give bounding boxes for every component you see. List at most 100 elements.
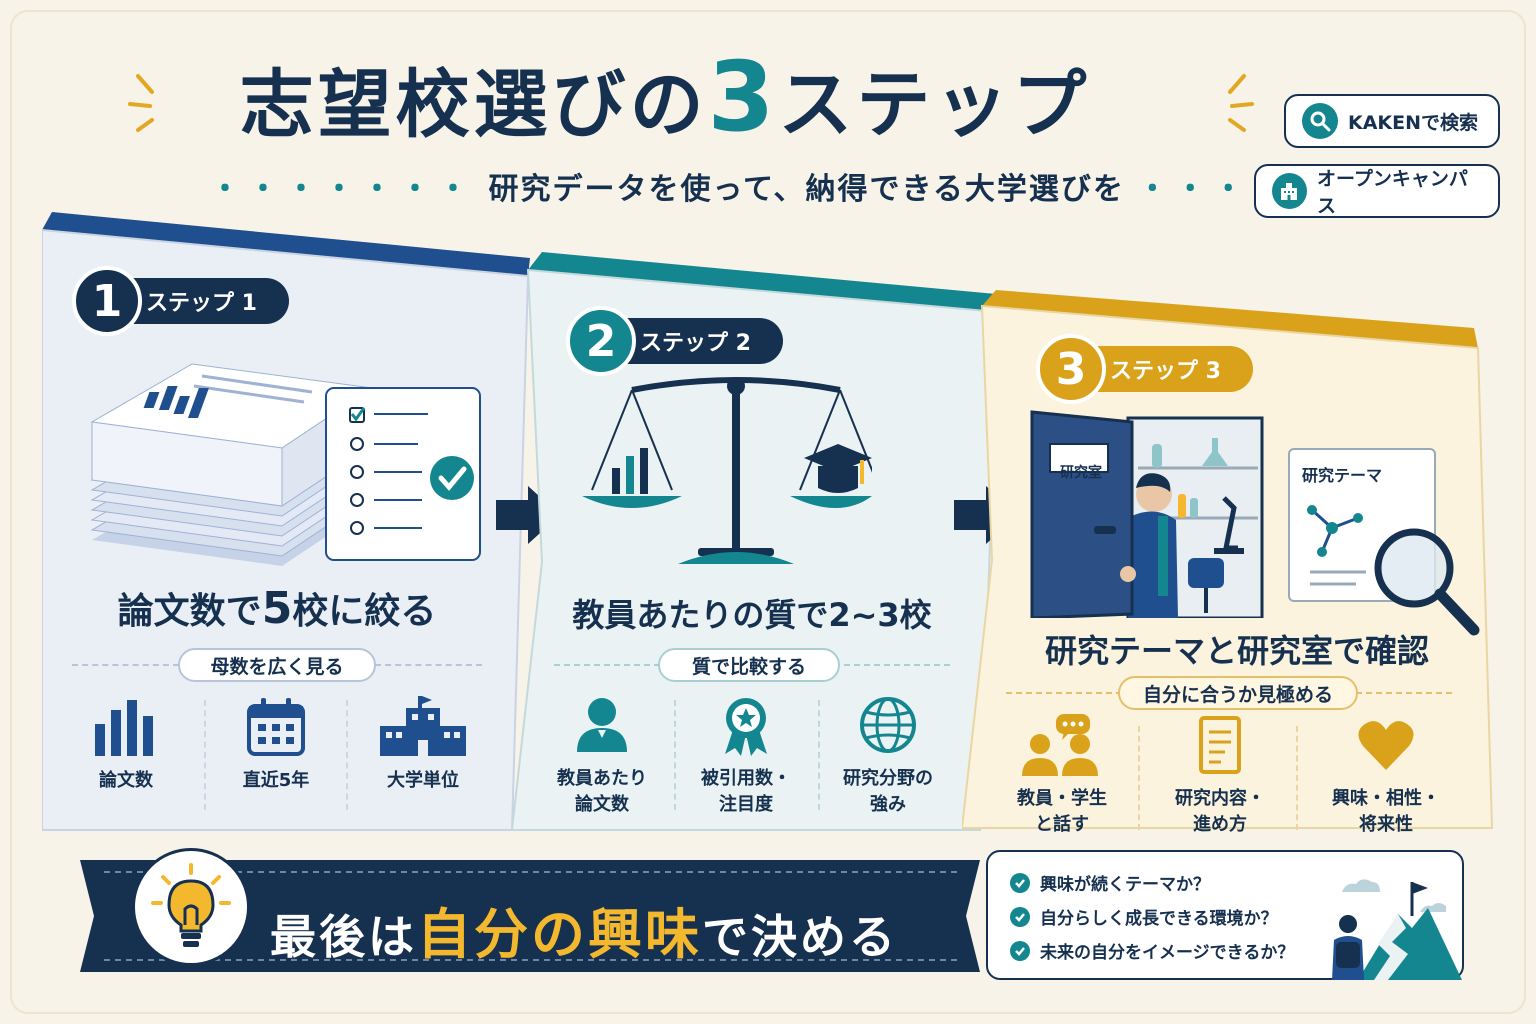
step-1-number: 1 [72,266,142,336]
conclusion-post: で決める [702,910,898,964]
checklist-item: 未来の自分をイメージできるか？ [1010,938,1294,963]
subtitle-dots-left: ・・・・・・・ [210,172,476,207]
feature-separator [1138,726,1140,830]
step-3-badge-label: ステップ 3 [1110,359,1221,384]
check-icon [1010,906,1030,927]
conclusion-highlight: 自分の興味 [417,903,702,966]
feature-label-line2: 強み [870,794,906,815]
step-1-heading-b: 校に絞る [292,591,437,632]
feature-label: 大学単位 [387,770,459,791]
document-icon [1199,716,1241,774]
checklist-icon [325,387,481,561]
open-campus-label: オープンキャンパス [1316,168,1468,217]
research-theme-card-title: 研究テーマ [1302,466,1383,485]
people-chat-icon [1022,714,1098,776]
bar-chart-icon [95,700,153,756]
page-frame [10,10,1526,1014]
checklist-item: 興味が続くテーマか？ [1010,870,1210,895]
lab-door-illustration [1030,410,1264,618]
final-checklist: 興味が続くテーマか？ 自分らしく成長できる環境か？ 未来の自分をイメージできるか… [986,850,1464,980]
feature-label-line2: 将来性 [1359,814,1413,835]
feature-citations: 被引用数・ 注目度 [682,694,810,818]
step-2-panel: 2 ステップ 2 教員あたりの質で2~3校 質で比較する [512,252,1000,832]
check-icon [1010,940,1030,961]
feature-label-line1: 教員あたり [557,768,647,789]
step-3-badge: 3 ステップ 3 [1036,334,1253,404]
checklist-item-label: 自分らしく成長できる環境か？ [1040,909,1278,929]
feature-label-line1: 被引用数・ [701,768,791,789]
lab-door-sign: 研究室 [1060,465,1102,481]
checklist-item: 自分らしく成長できる環境か？ [1010,904,1278,929]
feature-recent-5-years: 直近5年 [216,696,336,794]
conclusion-pre: 最後は [270,910,417,964]
mountain-climber-illustration [1332,879,1462,980]
kaken-search-label: KAKENで検索 [1348,111,1479,134]
sparkle-right-decoration [1228,74,1254,132]
feature-label-line2: と話す [1035,814,1089,835]
feature-label: 直近5年 [242,770,310,791]
step-1-badge: 1 ステップ 1 [72,266,289,336]
step-2-number: 2 [566,306,636,376]
feature-research-strength: 研究分野の 強み [824,694,952,818]
feature-label: 論文数 [99,770,153,791]
feature-interest-fit: 興味・相性・ 将来性 [1316,714,1456,838]
sparkle-left-decoration [128,74,154,132]
step-3-tagline: 自分に合うか見極める [1118,676,1358,710]
globe-icon [860,697,916,753]
feature-label-line2: 注目度 [719,794,773,815]
step-3-heading: 研究テーマと研究室で確認 [1044,632,1429,670]
university-icon [380,696,466,756]
magnifier-icon [1374,528,1480,636]
title-part-b: ステップ [778,62,1091,148]
person-icon [577,698,627,752]
building-icon [1272,173,1307,209]
title-number: 3 [707,41,779,153]
feature-label-line1: 研究分野の [843,768,933,789]
search-icon [1302,103,1338,139]
feature-label-line1: 研究内容・ [1175,788,1265,809]
network-icon [1307,505,1366,586]
step-1-badge-label: ステップ 1 [146,291,257,316]
feature-separator [818,700,820,810]
feature-label-line2: 論文数 [575,794,629,815]
feature-talk-to-people: 教員・学生 と話す [1002,714,1122,838]
feature-papers-per-faculty: 教員あたり 論文数 [538,694,666,818]
checklist-item-label: 興味が続くテーマか？ [1040,875,1210,895]
balance-scale-illustration [582,377,872,564]
feature-label-line1: 興味・相性・ [1332,788,1440,809]
feature-research-content: 研究内容・ 進め方 [1156,714,1284,838]
feature-separator [204,700,206,810]
step-1-heading: 論文数で5校に絞る [42,582,512,634]
step-2-badge-label: ステップ 2 [640,331,751,356]
medal-icon [725,698,767,756]
feature-label-line2: 進め方 [1193,814,1247,835]
calendar-icon [247,698,305,756]
step-1-tagline: 母数を広く見る [178,648,376,682]
subtitle-text: 研究データを使って、納得できる大学選びを [488,172,1125,207]
step-2-badge: 2 ステップ 2 [566,306,783,376]
feature-separator [674,700,676,810]
conclusion-text: 最後は自分の興味で決める [270,890,898,969]
title-part-a: 志望校選びの [239,62,708,148]
lightbulb-icon [132,848,250,966]
check-icon [1010,872,1030,893]
feature-university-unit: 大学単位 [358,696,488,794]
feature-label-line1: 教員・学生 [1017,788,1107,809]
feature-paper-count: 論文数 [66,696,186,794]
step-3-panel: 3 ステップ 3 研究室 研究テーマ [962,290,1510,835]
papers-checklist-illustration [90,363,481,566]
kaken-search-button[interactable]: KAKENで検索 [1284,94,1500,148]
step-3-number: 3 [1036,334,1106,404]
step-1-heading-number: 5 [261,583,293,634]
conclusion-banner [80,860,980,972]
open-campus-button[interactable]: オープンキャンパス [1254,164,1500,218]
step-1-panel: 1 ステップ 1 [42,212,542,832]
feature-separator [1296,726,1298,830]
page-subtitle: ・・・・・・・ 研究データを使って、納得できる大学選びを ・・・・・・・ [210,164,1395,208]
balance-scale-icon [582,377,872,564]
heart-icon [1358,721,1414,770]
feature-separator [346,700,348,810]
page-title: 志望校選びの3ステップ [150,49,1180,150]
step-2-heading: 教員あたりの質で2~3校 [572,596,932,634]
step-2-tagline: 質で比較する [658,648,840,682]
